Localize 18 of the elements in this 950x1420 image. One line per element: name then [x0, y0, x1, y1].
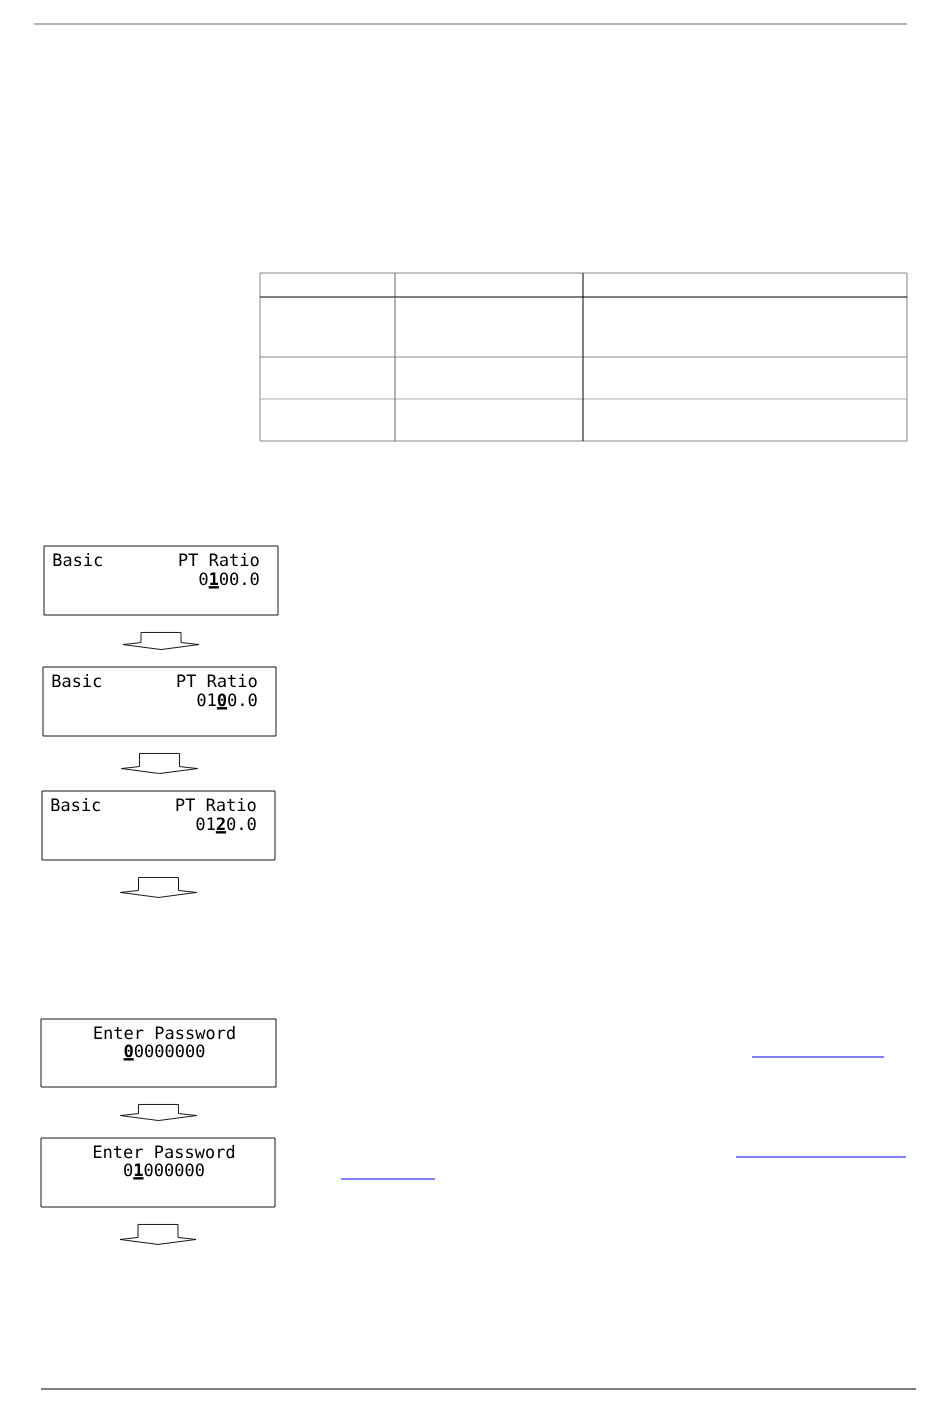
value-readout: 01000000: [124, 1163, 204, 1180]
parameter-label: PT Ratio: [179, 553, 259, 567]
lcd-screen: [43, 545, 279, 616]
prompt-label: Enter Password: [94, 1145, 235, 1159]
lcd-screen: [41, 790, 276, 861]
lcd-screen: [42, 666, 277, 737]
menu-label: Basic: [51, 798, 100, 812]
lcd-screen: [40, 1018, 277, 1088]
menu-label: Basic: [52, 674, 101, 688]
value-readout: 00000000: [123, 1044, 205, 1061]
menu-label: Basic: [53, 553, 102, 567]
value-readout: 0100.0: [197, 693, 257, 710]
lcd-screen: [40, 1137, 276, 1208]
prompt-label: Enter Password: [94, 1026, 235, 1040]
parameter-label: PT Ratio: [176, 798, 256, 812]
value-readout: 0100.0: [199, 572, 259, 589]
parameter-label: PT Ratio: [177, 674, 257, 688]
value-readout: 0120.0: [196, 817, 256, 834]
